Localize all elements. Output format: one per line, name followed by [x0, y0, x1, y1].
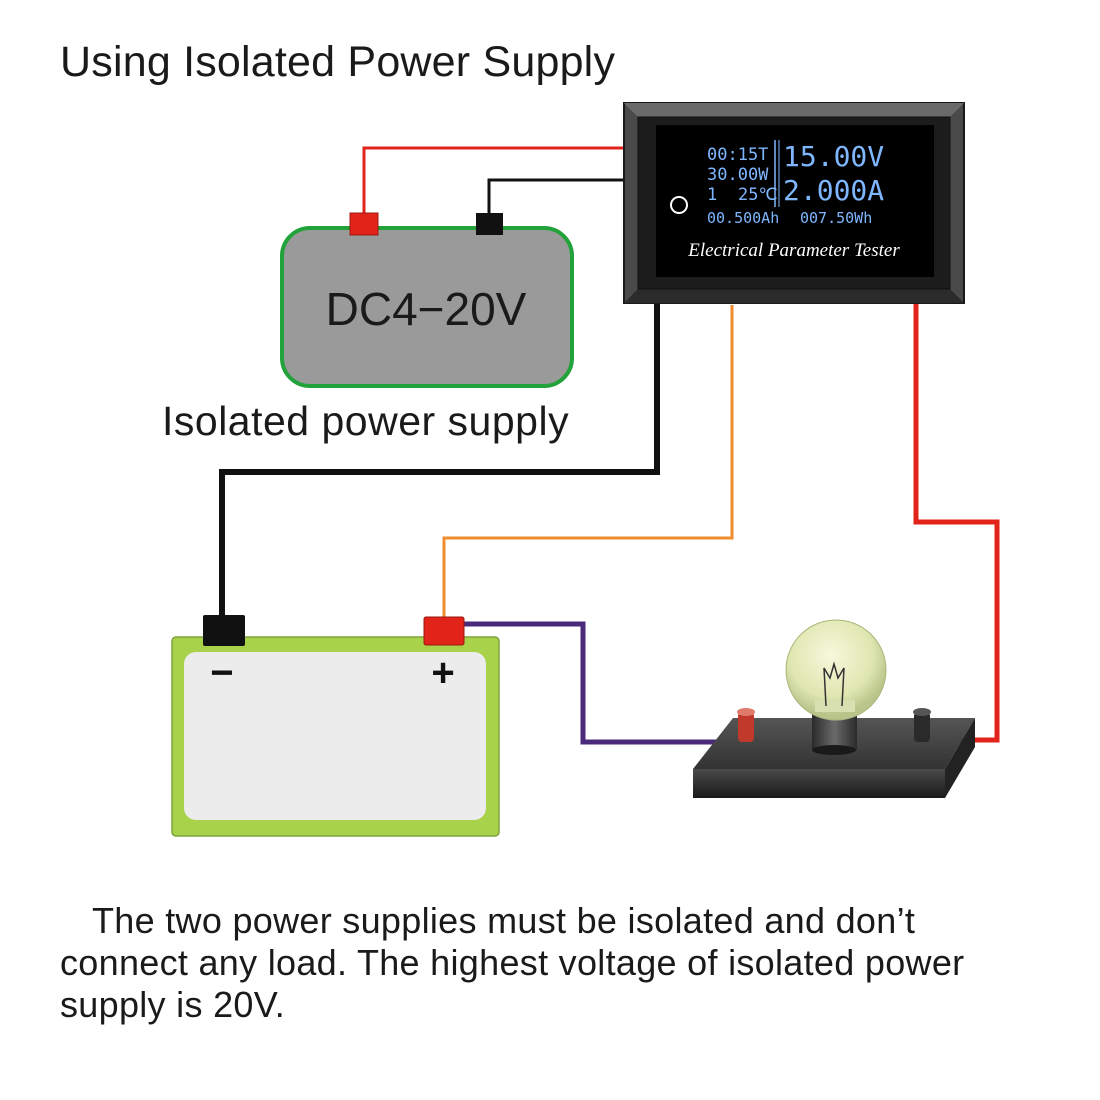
lcd-current: 2.000A [783, 174, 884, 207]
lcd-time: 00:15T [707, 145, 768, 165]
lamp-black-terminal [914, 712, 930, 742]
battery-positive-symbol: + [431, 651, 454, 695]
purple-wire [462, 621, 745, 745]
lamp-black-terminal-cap [913, 708, 931, 716]
lamp-board-side [945, 718, 975, 798]
bulb-filament [823, 661, 845, 707]
battery-body [184, 652, 486, 820]
bulb-socket-rim [812, 745, 856, 755]
psu-voltage-label: DC4−20V [326, 283, 527, 335]
lamp-red-terminal [738, 712, 754, 742]
power-supply-caption: Isolated power supply [162, 398, 570, 444]
meter-caption: Electrical Parameter Tester [687, 240, 900, 261]
lcd-temperature: 25℃ [738, 185, 778, 205]
battery-positive-terminal [423, 616, 465, 646]
meter-screen [656, 125, 934, 277]
power-supply-box [280, 226, 574, 388]
page-title: Using Isolated Power Supply [60, 38, 616, 86]
battery-negative-symbol: − [210, 651, 233, 695]
note-line-2: connect any load. The highest voltage of… [60, 942, 965, 983]
meter-bezel-bottom [624, 289, 964, 303]
warning-note: The two power supplies must be isolated … [60, 900, 1070, 1026]
psu-negative-terminal [476, 213, 503, 235]
lcd-energy: 007.50Wh [800, 209, 872, 227]
lcd-capacity: 00.500Ah [707, 209, 779, 227]
red-wire-psu [362, 146, 625, 218]
meter-button[interactable] [670, 196, 688, 214]
meter-bezel-top [624, 103, 964, 117]
black-wire-psu [487, 178, 625, 218]
battery-negative-terminal [203, 615, 245, 646]
lamp-red-terminal-cap [737, 708, 755, 716]
note-line-3: supply is 20V. [60, 984, 286, 1025]
psu-positive-terminal [349, 212, 379, 236]
bulb-neck [815, 700, 855, 712]
lcd-channel: 1 [707, 185, 717, 205]
black-wire-battery [219, 302, 660, 620]
orange-wire [442, 305, 734, 620]
lamp-board-front [693, 769, 945, 798]
note-line-1: The two power supplies must be isolated … [92, 900, 916, 941]
lcd-power: 30.00W [707, 165, 769, 185]
lcd-voltage: 15.00V [783, 140, 884, 173]
red-wire-load [913, 302, 1000, 743]
